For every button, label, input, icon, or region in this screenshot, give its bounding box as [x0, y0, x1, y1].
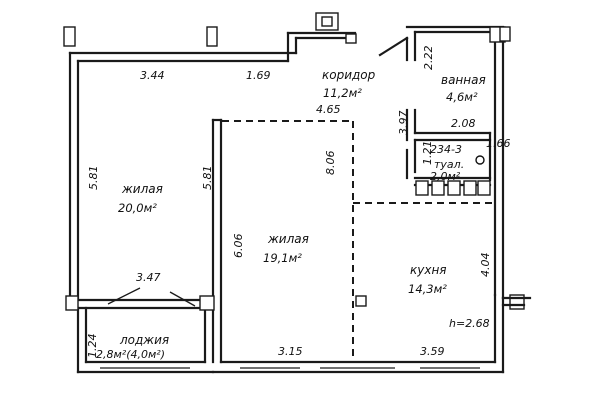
dim-169: 1.69 [246, 69, 271, 82]
bottom-wall [76, 293, 505, 374]
dim-359: 3.59 [420, 345, 445, 358]
column-top-mid [206, 26, 218, 47]
dim-208: 2.08 [451, 117, 476, 130]
toilet-name: туал. [434, 158, 464, 171]
toilet-code: 234-3 [430, 143, 462, 156]
column-top-right [345, 33, 357, 44]
column-right-top-2 [499, 26, 511, 42]
dim-124: 1.24 [86, 334, 99, 359]
toilet-fixture-icon [475, 155, 485, 165]
bathroom-walls [378, 25, 505, 142]
living2-name: жилая [267, 232, 309, 246]
column-kitchen [355, 295, 367, 307]
living2-area: 19,1м² [263, 251, 302, 265]
dim-397: 3.97 [397, 111, 410, 136]
dim-581a: 5.81 [87, 166, 100, 191]
right-wall [493, 38, 505, 300]
column-top-left [63, 26, 76, 47]
living1-name: жилая [121, 182, 163, 196]
dim-806: 8.06 [324, 151, 337, 176]
bathroom-area: 4,6м² [446, 90, 478, 104]
living1-area: 20,0м² [118, 201, 157, 215]
column-loggia-right [199, 295, 215, 311]
top-wall [68, 31, 357, 63]
dim-166: 1.66 [486, 137, 511, 150]
corridor-name: коридор [322, 68, 376, 82]
vent-shaft-inner [321, 16, 333, 27]
toilet-area: 2,0м² [430, 170, 461, 183]
dim-465: 4.65 [316, 103, 341, 116]
dim-606: 6.06 [232, 234, 245, 259]
dim-height: h=2.68 [449, 317, 490, 330]
dim-344: 3.44 [140, 69, 165, 82]
dim-121: 1.21 [421, 141, 434, 166]
dim-404: 4.04 [479, 253, 492, 278]
column-loggia-left [65, 295, 79, 311]
corridor-area: 11,2м² [323, 86, 362, 100]
loggia-area: 2,8м²(4,0м²) [96, 348, 165, 361]
kitchen-cabinets [415, 180, 491, 196]
dim-581b: 5.81 [201, 166, 214, 191]
left-wall [68, 51, 80, 302]
partition-living [211, 118, 223, 364]
dim-347: 3.47 [136, 271, 161, 284]
dim-315: 3.15 [278, 345, 303, 358]
loggia-name: лоджия [119, 333, 169, 347]
dim-222: 2.22 [422, 46, 435, 71]
kitchen-name: кухня [410, 263, 447, 277]
bathroom-name: ванная [441, 73, 486, 87]
kitchen-area: 14,3м² [408, 282, 447, 296]
dashed-partitions [222, 120, 495, 362]
